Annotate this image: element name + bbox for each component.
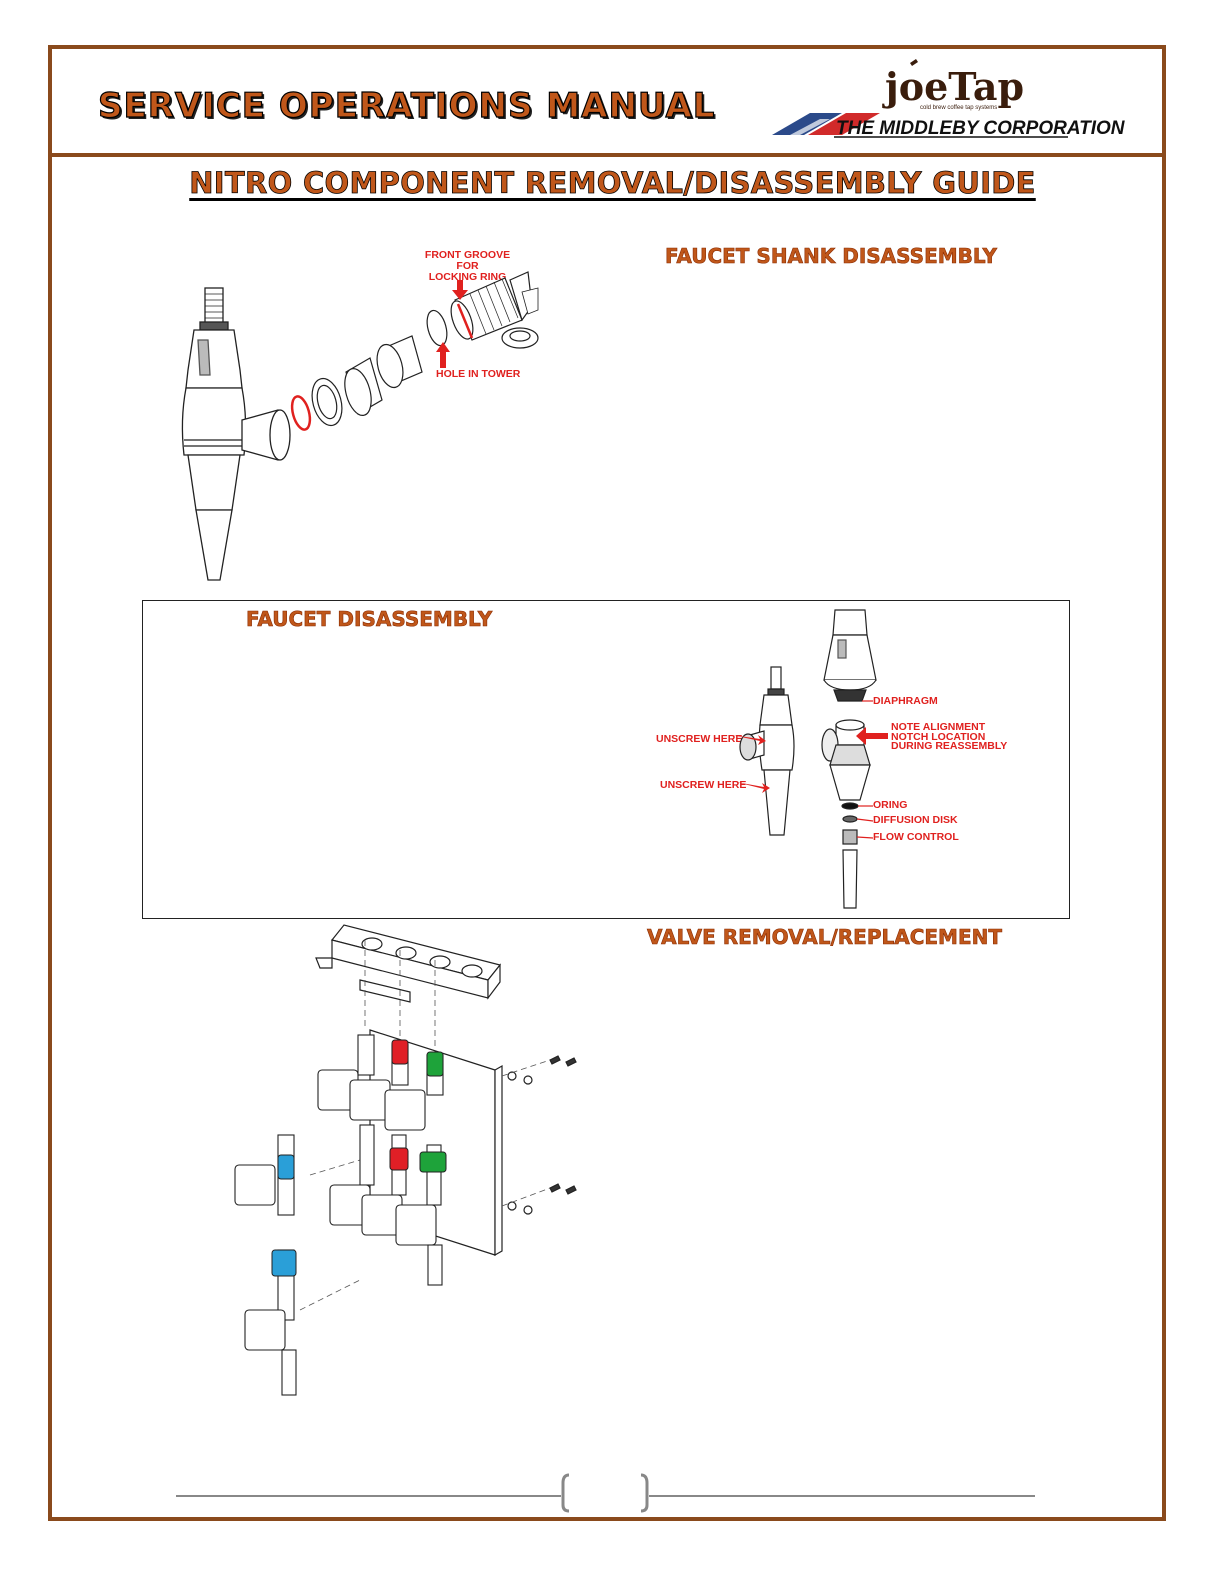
callout-oring: ORING bbox=[873, 799, 908, 811]
exploded-spout bbox=[842, 849, 858, 909]
faucet-spout-upper bbox=[187, 454, 241, 511]
manual-title: SERVICE OPERATIONS MANUAL bbox=[97, 85, 716, 126]
page-number-tab bbox=[561, 1473, 649, 1513]
callout-note-alignment: NOTE ALIGNMENT NOTCH LOCATION DURING REA… bbox=[891, 721, 1008, 752]
logo-stripe-white bbox=[790, 119, 830, 135]
header-divider bbox=[48, 153, 1166, 157]
flow-control-part bbox=[842, 829, 858, 845]
valve-bottom-3 bbox=[395, 1204, 437, 1246]
faucet-collar bbox=[199, 321, 229, 331]
fitting-red-mid bbox=[389, 1147, 409, 1171]
logo-accent bbox=[910, 59, 918, 66]
logo-graphic: joeTap cold brew coffee tap systems THE … bbox=[772, 59, 1126, 139]
footer-rule-right bbox=[649, 1495, 1035, 1497]
valve-left-2 bbox=[244, 1309, 286, 1351]
diffusion-disk-part bbox=[842, 815, 858, 823]
callout-flow-control: FLOW CONTROL bbox=[873, 831, 959, 843]
logo-tagline: cold brew coffee tap systems bbox=[920, 105, 997, 111]
oring-part bbox=[841, 802, 859, 810]
footer-rule-left bbox=[176, 1495, 561, 1497]
logo-stripe-blue bbox=[772, 113, 842, 135]
faucet-shank-exploded-diagram bbox=[181, 271, 539, 581]
valve-manifold-exploded-diagram bbox=[234, 924, 577, 1396]
fitting-blue-mid bbox=[271, 1249, 297, 1277]
callout-hole-in-tower: HOLE IN TOWER bbox=[436, 368, 521, 380]
shank-washer bbox=[426, 309, 448, 347]
fitting-red-top bbox=[391, 1039, 409, 1065]
hole-arrow bbox=[436, 342, 450, 368]
callout-front-groove: FRONT GROOVE FOR LOCKING RING bbox=[424, 249, 511, 283]
callout-diaphragm: DIAPHRAGM bbox=[873, 695, 938, 707]
faucet-spout-lower bbox=[195, 509, 233, 581]
callout-unscrew-bottom: UNSCREW HERE bbox=[660, 779, 747, 791]
locking-ring-red bbox=[290, 395, 312, 431]
callout-diffusion-disk: DIFFUSION DISK bbox=[873, 814, 958, 826]
callout-unscrew-top: UNSCREW HERE bbox=[656, 733, 743, 745]
logo-corporation: THE MIDDLEBY CORPORATION bbox=[836, 118, 1126, 139]
groove-arrow bbox=[452, 280, 468, 300]
faucet-main-body bbox=[181, 387, 247, 456]
logo-stripe-red bbox=[808, 113, 880, 135]
faucet-handle-body bbox=[185, 329, 243, 389]
faucet-exploded-diagram bbox=[732, 609, 888, 909]
faucet-disassembly-box bbox=[142, 600, 1070, 919]
valve-top-2 bbox=[349, 1079, 391, 1121]
valve-removal-heading: VALVE REMOVAL/REPLACEMENT bbox=[647, 925, 1003, 950]
company-logo: joeTap cold brew coffee tap systems THE … bbox=[770, 55, 1126, 145]
front-groove-mark bbox=[456, 303, 474, 339]
logo-brand: joeTap bbox=[882, 64, 1024, 109]
faucet-disassembly-heading: FAUCET DISASSEMBLY bbox=[246, 607, 493, 632]
valve-left-1 bbox=[234, 1164, 276, 1206]
exploded-top bbox=[832, 609, 868, 636]
page-frame bbox=[48, 45, 1166, 1521]
assembled-faucet-thread bbox=[770, 666, 782, 690]
fitting-green-top bbox=[426, 1051, 444, 1077]
faucet-shank-heading: FAUCET SHANK DISASSEMBLY bbox=[665, 244, 998, 269]
diaphragm-part bbox=[833, 689, 867, 702]
fitting-blue-top bbox=[277, 1154, 295, 1180]
valve-top-3 bbox=[384, 1089, 426, 1131]
fitting-green-mid bbox=[419, 1151, 447, 1173]
guide-title: NITRO COMPONENT REMOVAL/DISASSEMBLY GUID… bbox=[189, 166, 1036, 201]
